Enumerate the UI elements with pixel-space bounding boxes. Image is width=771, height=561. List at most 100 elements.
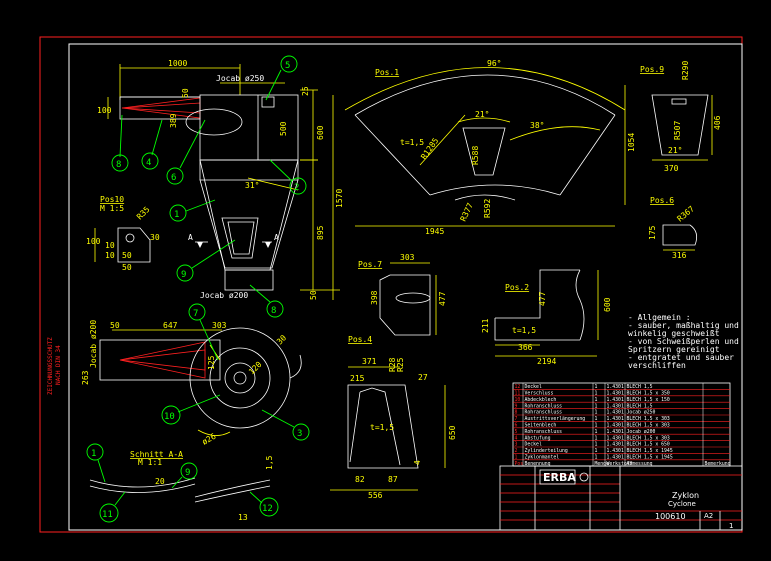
pos7-title: Pos.7 <box>358 260 382 269</box>
pos1-dim-38: 38° <box>530 121 544 130</box>
parts-list-cell: Abstufung <box>525 435 551 441</box>
pos1-dim-21: 21° <box>475 110 489 119</box>
note-line-5: - entgratet und sauber <box>628 353 734 362</box>
balloon-1-section: 1 <box>91 449 96 459</box>
dim-1000: 1000 <box>168 59 187 68</box>
parts-list-cell: Deckel <box>525 442 542 448</box>
parts-list-cell: BLECH 1,5 x 303 <box>627 416 670 422</box>
pos10-scale: M 1:5 <box>100 204 124 213</box>
parts-list-cell: 9 <box>515 403 518 409</box>
dim-600: 600 <box>316 125 325 140</box>
balloon-12: 12 <box>262 504 273 514</box>
section-scale: M 1:1 <box>138 458 162 467</box>
parts-list-cell: Rohranschluss <box>525 410 563 416</box>
pos2-title: Pos.2 <box>505 283 529 292</box>
pos4-dim-r25: R25 <box>396 357 405 372</box>
parts-list-cell: Verschluss <box>525 391 554 397</box>
parts-list-cell: 1 <box>595 403 598 409</box>
parts-list-header-cell: Abmessung <box>627 461 653 467</box>
pos4-dim-215: 215 <box>350 374 365 383</box>
pos1-dim-r592: R592 <box>483 199 492 218</box>
balloon-6: 6 <box>171 173 176 183</box>
section-aa-view: Schnitt A-A M 1:1 20 1,5 13 <box>89 450 274 522</box>
dim-895: 895 <box>316 225 325 240</box>
parts-list-cell: 1.4301 <box>607 403 624 409</box>
parts-list-cell: BLECH 1,5 x 1945 <box>627 448 673 454</box>
parts-list-cell: 1 <box>595 410 598 416</box>
balloon-8-bottom: 8 <box>271 306 276 316</box>
balloon-8-top: 8 <box>116 160 121 170</box>
parts-list-cell: 1.4301 <box>607 448 624 454</box>
parts-list-header-cell: Werkstoff <box>607 461 633 467</box>
parts-list-cell: 1 <box>595 397 598 403</box>
pos6-dim-316: 316 <box>672 251 687 260</box>
pos9-title: Pos.9 <box>640 65 664 74</box>
parts-list-cell: 1 <box>515 455 518 461</box>
drawing-number: 100610 <box>655 512 686 521</box>
parts-list-cell: BLECH 1,5 x 303 <box>627 435 670 441</box>
side-stamp-line-2: NACH DIN 34 <box>55 345 62 385</box>
bottom-view: 50 647 303 Jocab ø200 263 125 120 30 ø26 <box>81 320 302 447</box>
parts-list-cell: 7 <box>515 416 518 422</box>
pos9-dim-21: 21° <box>668 146 682 155</box>
company-logo-icon <box>579 472 589 482</box>
dim-50-top: 50 <box>181 88 190 98</box>
dim-500: 500 <box>279 121 288 136</box>
pos6-dim-175: 175 <box>648 225 657 240</box>
note-line-6: verschliffen <box>628 361 686 370</box>
parts-list-cell: 1 <box>595 423 598 429</box>
note-line-1: - sauber, maßhaltig und <box>628 321 739 330</box>
parts-list-cell: 1.4301 <box>607 429 624 435</box>
pos6-title: Pos.6 <box>650 196 674 205</box>
dim-angle-31: 31° <box>245 181 259 190</box>
pos1-dim-1054: 1054 <box>627 133 636 152</box>
parts-list-cell: 1 <box>595 442 598 448</box>
pos2-view: Pos.2 477 600 211 366 2194 t=1,5 <box>481 269 612 366</box>
note-line-4: Spritzern gereinigt <box>628 345 720 354</box>
title-line-2: Cyclone <box>668 500 696 508</box>
balloon-10: 10 <box>164 412 175 422</box>
parts-list-cell: 1.4301 <box>607 391 624 397</box>
parts-list-cell: 1.4301 <box>607 384 624 390</box>
pos9-dim-r507: R507 <box>673 121 682 140</box>
pos10-dim-10a: 10 <box>105 241 115 250</box>
parts-list-cell: Rohranschluss <box>525 403 563 409</box>
note-line-2: winkelig geschweißt <box>628 329 720 338</box>
company-logo-text: ERBA <box>543 471 576 484</box>
pos7-view: Pos.7 303 398 477 <box>358 253 447 336</box>
pos10-view: Pos10 M 1:5 100 30 50 50 10 10 R35 <box>86 195 160 272</box>
parts-list-cell: Deckel <box>525 384 542 390</box>
parts-list-header-cell: Benennung <box>525 461 551 467</box>
parts-list-cell: 1 <box>595 416 598 422</box>
parts-list-cell: 1.4301 <box>607 410 624 416</box>
dim-1570: 1570 <box>335 189 344 208</box>
sheet-number: 1 <box>729 522 733 530</box>
parts-list-cell: 4 <box>515 435 518 441</box>
pos4-thickness: t=1,5 <box>370 423 394 432</box>
balloon-5: 5 <box>285 61 290 71</box>
parts-list-cell: Jocab ø200 <box>627 429 656 435</box>
section-dim-1-5: 1,5 <box>265 455 274 470</box>
parts-list-cell: 1.4301 <box>607 423 624 429</box>
pos9-dim-r290: R290 <box>681 61 690 80</box>
pos4-dim-371: 371 <box>362 357 377 366</box>
parts-list-cell: 1.4301 <box>607 397 624 403</box>
bottom-dim-303: 303 <box>212 321 227 330</box>
parts-list-cell: 1.4301 <box>607 435 624 441</box>
section-mark-a-left: A <box>188 233 193 242</box>
pos4-dim-87: 87 <box>388 475 398 484</box>
pos4-dim-4: 4 <box>413 460 422 465</box>
parts-list-cell: 1 <box>595 455 598 461</box>
sheet-size: A2 <box>704 512 713 520</box>
side-stamp: ZEICHNUNGSSCHUTZ NACH DIN 34 <box>47 337 62 395</box>
section-dim-20: 20 <box>155 477 165 486</box>
title-block: ERBA Zyklon Cyclone 100610 A2 1 <box>499 465 743 531</box>
parts-list-cell: BLECH 1,5 <box>627 384 653 390</box>
pos9-dim-370: 370 <box>664 164 679 173</box>
pos10-dim-r35: R35 <box>135 205 152 222</box>
parts-list-cell: Zylinderteilung <box>525 448 568 454</box>
pos7-dim-398: 398 <box>370 290 379 305</box>
note-line-3: - von Schweißperlen und <box>628 337 739 346</box>
parts-list-cell: BLECH 1,5 x 350 <box>627 391 670 397</box>
parts-list-cell: 10 <box>515 397 521 403</box>
